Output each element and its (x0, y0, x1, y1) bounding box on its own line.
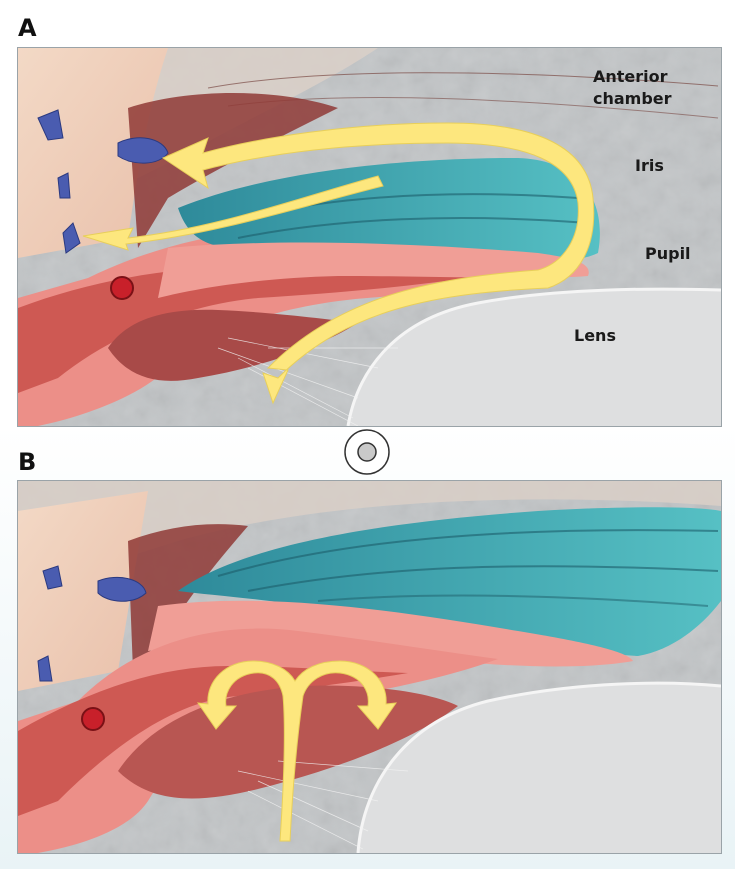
episcleral-vessels (37, 565, 147, 682)
iris-posterior-layer (158, 242, 589, 298)
circle-in-circle-icon (344, 429, 390, 475)
lens-label: Lens (574, 326, 616, 345)
aqueous-flow-arrows (82, 122, 595, 405)
episcleral-vessels (37, 109, 169, 254)
ciliary-processes (108, 309, 358, 381)
lens (348, 289, 721, 426)
ciliary-muscle (18, 267, 478, 393)
sclera (18, 491, 148, 691)
panel-b-illustration (17, 480, 722, 854)
anterior-chamber-label-line1: Anterior (593, 67, 668, 86)
iris-stroma (178, 507, 721, 656)
iris-posterior-layer (148, 600, 633, 667)
iris-label: Iris (635, 156, 664, 175)
pupil-label: Pupil (645, 244, 691, 263)
panel-b-svg (18, 481, 721, 853)
schlemm-canal-vessel (110, 276, 134, 300)
anterior-chamber-label-line2: chamber (593, 89, 672, 108)
panel-b-letter: B (18, 448, 37, 476)
panel-a-letter: A (18, 14, 37, 42)
cornea (18, 481, 721, 591)
panel-a-svg (18, 48, 721, 426)
aqueous-flow-split-arrow (196, 660, 398, 842)
sclera (18, 48, 168, 258)
aqueous-flow-arrows (196, 660, 398, 842)
aqueous-flow-main-arrow (161, 122, 595, 405)
iris-stroma (178, 158, 600, 262)
panel-a-illustration: Anterior chamber Iris Pupil Lens (17, 47, 722, 427)
aqueous-flow-secondary-arrow (82, 175, 384, 251)
lens (358, 683, 721, 853)
trabecular-meshwork (128, 93, 338, 248)
ciliary-muscle (18, 666, 408, 816)
zonule-fibers (237, 760, 409, 850)
anterior-chamber-label: Anterior chamber (593, 66, 672, 110)
schlemm-canal-vessel (81, 707, 105, 731)
